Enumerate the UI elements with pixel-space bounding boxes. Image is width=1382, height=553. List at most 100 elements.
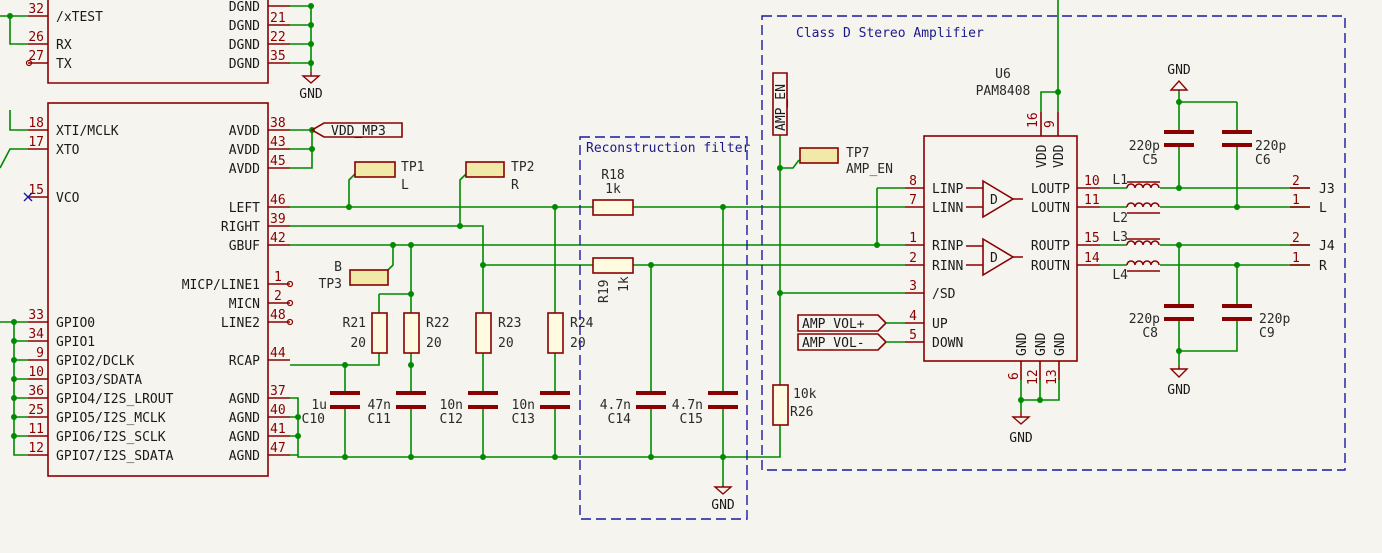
capacitor-c9[interactable]: 220p C9 [1222,304,1290,341]
connector-j3[interactable]: 2 1 J3 L [1290,174,1335,216]
net-label-amp-vol-down[interactable]: AMP_VOL- [797,333,905,351]
pin-number: 14 [1084,251,1100,266]
capacitor-value: 220p [1255,139,1286,154]
pin-name: LOUTP [1031,182,1070,197]
resistor-value: 1k [617,276,632,292]
testpoint-tp7[interactable]: TP7 AMP_EN [799,146,893,177]
amp-left-pins: 8 7 1 2 3 4 5 LINP LINN RINP RINN /SD UP… [905,174,963,351]
pin-name: AGND [229,392,260,407]
capacitor-ref: C15 [680,412,703,427]
amp-ref: U6 [995,67,1011,82]
pin-number: 6 [1007,372,1022,380]
pin-name: LINP [932,182,963,197]
capacitor-c13[interactable]: 10n C13 [512,391,570,427]
pin-name: RIGHT [221,220,260,235]
pin-number: 8 [909,174,917,189]
capacitor-c12[interactable]: 10n C12 [440,391,498,427]
pin-name: MICP/LINE1 [182,278,260,293]
resistor-r24[interactable]: R24 20 [547,312,594,354]
pin-name: GPIO6/I2S_SCLK [56,430,166,445]
svg-text:AMP_VOL+: AMP_VOL+ [802,317,865,332]
pin-name: DGND [229,0,260,15]
pin-name: ROUTN [1031,259,1070,274]
capacitor-value: 1u [311,398,327,413]
capacitor-c14[interactable]: 4.7n C14 [600,391,666,427]
pin-number: 11 [1084,193,1100,208]
inductor-l1[interactable]: L1 [1112,173,1160,189]
mcu-left-wires [0,13,33,456]
gnd-symbol: GND [299,72,323,102]
pin-number: 11 [28,422,44,437]
testpoint-tp3[interactable]: B TP3 [319,245,394,292]
net-label-amp-vol-up[interactable]: AMP_VOL+ [797,314,905,332]
resistor-value: 20 [570,336,586,351]
pin-number: 39 [270,212,286,227]
resistor-r22[interactable]: R22 20 [403,312,449,354]
gnd-symbol-amp: GND [1009,412,1033,446]
capacitor-c15[interactable]: 4.7n C15 [672,391,738,427]
svg-text:D: D [990,193,998,208]
tp-ref: TP1 [401,160,424,175]
resistor-value: 10k [793,387,817,402]
pin-name: DGND [229,38,260,53]
resistor-r26[interactable]: 10k R26 [772,384,817,426]
resistor-r19[interactable]: R19 1k [592,257,634,303]
pin-name: GPIO0 [56,316,95,331]
svg-text:AMP_EN: AMP_EN [774,84,789,131]
pin-name: UP [932,317,948,332]
amp-buffer-left: D [966,179,1023,219]
resistor-r18[interactable]: R18 1k [592,168,634,216]
pin-name: AVDD [229,143,260,158]
pin-number: 45 [270,154,286,169]
capacitor-value: 10n [512,398,535,413]
pin-number: 26 [28,30,44,45]
pin-name: ROUTP [1031,239,1070,254]
pin-name: GND [1053,332,1068,356]
capacitor-c5[interactable]: 220p C5 [1129,130,1194,168]
capacitor-c11[interactable]: 47n C11 [368,391,426,427]
amp-buffer-right: D [966,237,1023,277]
group-title: Reconstruction filter [586,141,751,156]
inductor-l3[interactable]: L3 [1112,230,1160,246]
pin-name: LOUTN [1031,201,1070,216]
inductor-ref: L1 [1112,173,1128,188]
pin-name: DOWN [932,336,963,351]
net-label-amp-en[interactable]: AMP_EN [772,72,789,136]
testpoint-tp2[interactable]: TP2 R [459,160,534,226]
pin-number: 32 [28,2,44,17]
inductor-l4[interactable]: L4 [1112,260,1160,283]
pin-name: VCO [56,191,80,206]
pin-name: XTO [56,143,80,158]
capacitor-c8[interactable]: 220p C8 [1129,304,1194,341]
net-label-vdd-mp3[interactable]: VDD_MP3 [310,122,403,139]
capacitor-c6[interactable]: 220p C6 [1222,130,1286,168]
amplifier-u6[interactable] [923,135,1078,362]
mcu-right-pin-names: DGND DGND DGND DGND AVDD AVDD AVDD LEFT … [182,0,260,464]
pin-number: 2 [909,251,917,266]
mcu-symbol[interactable] [47,0,269,477]
gnd-symbol-filter: GND [711,485,735,513]
pin-number: 9 [1043,120,1058,128]
pin-number: 5 [909,328,917,343]
resistor-r23[interactable]: R23 20 [475,312,521,354]
connector-j4[interactable]: 2 1 J4 R [1290,231,1335,274]
mcu-left-pin-names: /xTEST RX TX XTI/MCLK XTO VCO GPIO0 GPIO… [56,10,174,464]
capacitor-ref: C8 [1142,326,1158,341]
resistor-r21[interactable]: R21 20 [343,312,388,354]
pin-number: 48 [270,308,286,323]
capacitor-ref: C12 [440,412,463,427]
dgnd-wiring [290,3,314,72]
tp-value: AMP_EN [846,162,893,177]
amp-top-pins: 16 9 VDD VDD [1026,112,1067,168]
testpoint-tp1[interactable]: TP1 L [348,160,424,207]
inductor-l2[interactable]: L2 [1112,202,1160,226]
pin-name: TX [56,57,72,72]
capacitor-c10[interactable]: 1u C10 [302,391,360,427]
pin-number: 34 [28,327,44,342]
resistor-ref: R18 [601,168,624,183]
capacitor-value: 220p [1259,312,1290,327]
capacitor-value: 47n [368,398,391,413]
pin-number: 10 [28,365,44,380]
tp-ref: TP2 [511,160,534,175]
pin-name: RCAP [229,354,260,369]
